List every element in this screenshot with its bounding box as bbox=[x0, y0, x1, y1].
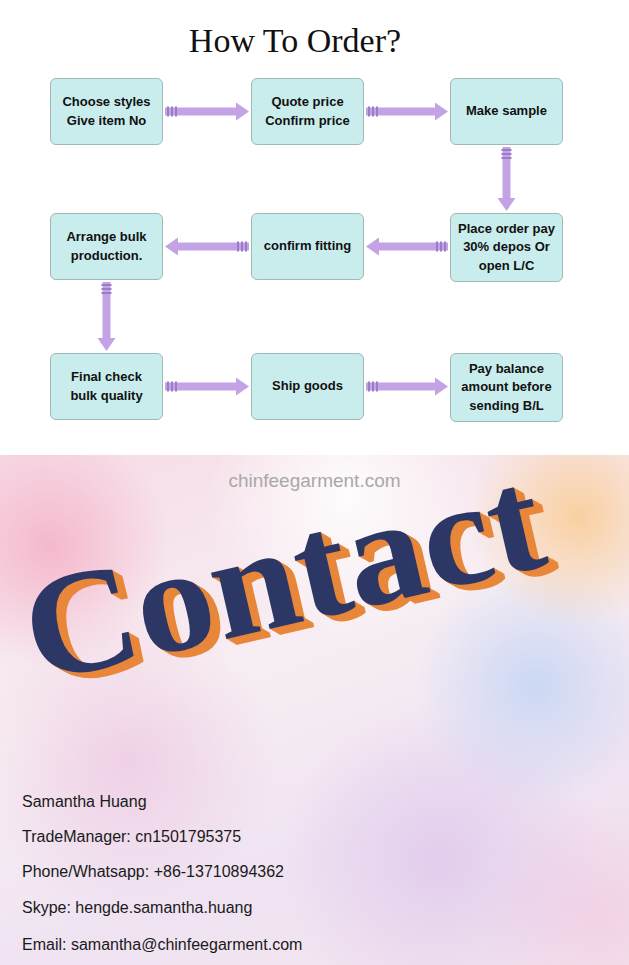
arrow-shaft bbox=[503, 147, 511, 199]
box-text: confirm fitting bbox=[264, 237, 351, 255]
flow-arrow bbox=[498, 147, 516, 211]
contact-line: TradeManager: cn1501795375 bbox=[22, 828, 241, 846]
contact-line: Samantha Huang bbox=[22, 793, 147, 811]
process-box: Quote price Confirm price bbox=[251, 78, 364, 145]
arrow-tail-stripes bbox=[436, 242, 446, 252]
process-box: confirm fitting bbox=[251, 213, 364, 280]
box-text: Choose styles Give item No bbox=[57, 93, 156, 129]
box-text: Make sample bbox=[466, 102, 547, 120]
process-box: Ship goods bbox=[251, 353, 364, 420]
box-text: Arrange bulk production. bbox=[57, 228, 156, 264]
flow-arrow bbox=[165, 378, 249, 396]
arrow-shaft bbox=[165, 108, 237, 116]
arrow-tail-stripes bbox=[167, 107, 177, 117]
arrow-shaft bbox=[103, 282, 111, 339]
arrow-shaft bbox=[165, 383, 237, 391]
box-text: Final check bulk quality bbox=[57, 368, 156, 404]
arrow-head bbox=[236, 103, 249, 121]
arrow-tail-stripes bbox=[502, 149, 512, 159]
process-box: Final check bulk quality bbox=[50, 353, 163, 420]
flow-arrow bbox=[366, 378, 448, 396]
process-box: Pay balance amount before sending B/L bbox=[450, 353, 563, 422]
contact-line: Email: samantha@chinfeegarment.com bbox=[22, 936, 302, 954]
arrow-head bbox=[236, 378, 249, 396]
diagram-title: How To Order? bbox=[0, 22, 590, 60]
flow-arrow bbox=[165, 238, 249, 256]
arrow-head bbox=[498, 198, 516, 211]
arrow-head bbox=[165, 238, 178, 256]
arrow-shaft bbox=[378, 243, 448, 251]
watermark: chinfeegarment.com bbox=[0, 470, 629, 492]
arrow-tail-stripes bbox=[368, 382, 378, 392]
arrow-shaft bbox=[366, 383, 436, 391]
arrow-head bbox=[98, 338, 116, 351]
process-box: Make sample bbox=[450, 78, 563, 145]
flow-arrow bbox=[98, 282, 116, 351]
process-box: Choose styles Give item No bbox=[50, 78, 163, 145]
process-box: Place order pay 30% depos Or open L/C bbox=[450, 213, 563, 282]
arrow-shaft bbox=[366, 108, 436, 116]
box-text: Pay balance amount before sending B/L bbox=[457, 360, 556, 415]
box-text: Place order pay 30% depos Or open L/C bbox=[457, 220, 556, 275]
box-text: Quote price Confirm price bbox=[258, 93, 357, 129]
flow-arrow bbox=[366, 238, 448, 256]
arrow-tail-stripes bbox=[368, 107, 378, 117]
flow-arrow bbox=[165, 103, 249, 121]
contact-line: Phone/Whatsapp: +86-13710894362 bbox=[22, 863, 284, 881]
process-box: Arrange bulk production. bbox=[50, 213, 163, 280]
arrow-head bbox=[435, 378, 448, 396]
contact-line: Skype: hengde.samantha.huang bbox=[22, 899, 252, 917]
arrow-head bbox=[435, 103, 448, 121]
box-text: Ship goods bbox=[272, 377, 343, 395]
flow-arrow bbox=[366, 103, 448, 121]
arrow-shaft bbox=[177, 243, 249, 251]
arrow-tail-stripes bbox=[102, 284, 112, 294]
arrow-tail-stripes bbox=[167, 382, 177, 392]
arrow-tail-stripes bbox=[237, 242, 247, 252]
arrow-head bbox=[366, 238, 379, 256]
